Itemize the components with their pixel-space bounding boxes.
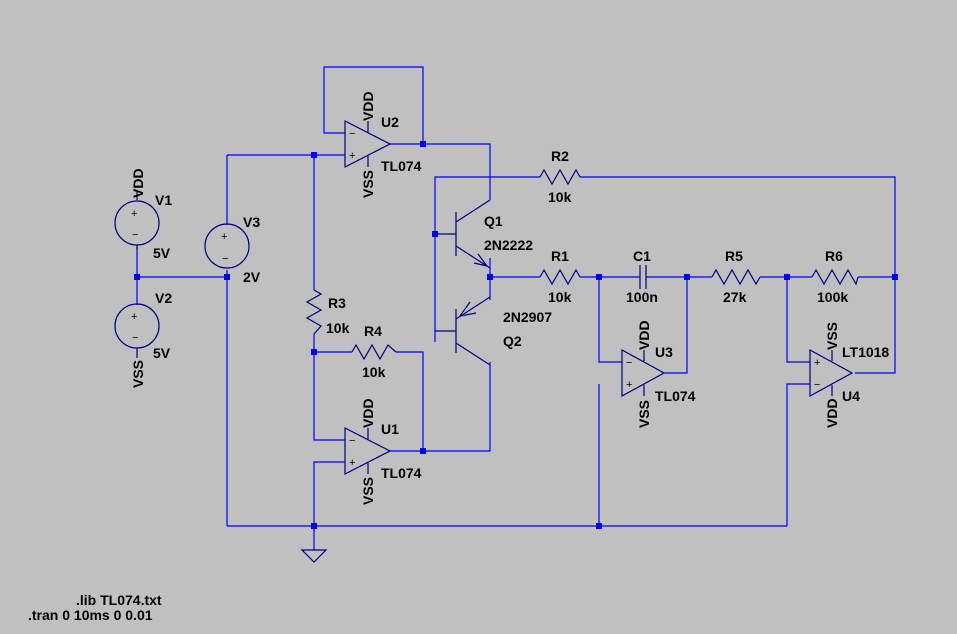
wire-u4-minus-ground[interactable] xyxy=(786,383,810,526)
wire-u2-feedback[interactable] xyxy=(323,66,424,144)
junction-u2-out xyxy=(420,141,426,147)
q1-name: Q1 xyxy=(484,213,503,229)
v3-name: V3 xyxy=(243,214,260,230)
ground-icon[interactable] xyxy=(300,549,328,563)
v3-value: 2V xyxy=(243,269,261,285)
wire-u3-minus[interactable] xyxy=(598,277,622,363)
resistor-r6[interactable]: R6 100k xyxy=(811,248,859,305)
r3-name: R3 xyxy=(328,295,346,311)
r2-name: R2 xyxy=(551,148,569,164)
svg-text:−: − xyxy=(132,229,138,241)
v1-value: 5V xyxy=(153,245,171,261)
r4-value: 10k xyxy=(362,364,386,380)
svg-text:−: − xyxy=(626,357,632,369)
v2-name: V2 xyxy=(155,290,172,306)
svg-text:+: + xyxy=(349,150,355,162)
resistor-r4[interactable]: R4 10k xyxy=(351,323,397,380)
u2-vdd: VDD xyxy=(360,91,376,121)
r1-value: 10k xyxy=(548,289,572,305)
spice-directive-tran[interactable]: .tran 0 10ms 0 0.01 xyxy=(28,607,153,623)
u4-name: U4 xyxy=(842,388,860,404)
junction-r1-c1 xyxy=(596,274,602,280)
junction-v1v2 xyxy=(134,274,140,280)
r6-name: R6 xyxy=(825,248,843,264)
svg-text:+: + xyxy=(814,357,820,369)
voltage-source-v2[interactable]: + − V2 5V VSS xyxy=(114,290,172,388)
junction-u1-out xyxy=(420,448,426,454)
svg-text:+: + xyxy=(221,231,227,243)
v2-value: 5V xyxy=(153,345,171,361)
opamp-u4[interactable]: + − LT1018 U4 VSS VDD xyxy=(809,322,889,428)
voltage-source-v1[interactable]: + − V1 5V VDD xyxy=(114,168,172,261)
junction-r3-r4 xyxy=(311,349,317,355)
r2-value: 10k xyxy=(548,189,572,205)
r1-name: R1 xyxy=(551,248,569,264)
wire-u4-plus[interactable] xyxy=(786,277,810,363)
svg-text:+: + xyxy=(349,457,355,469)
svg-text:−: − xyxy=(814,379,820,391)
u3-model: TL074 xyxy=(655,388,696,404)
c1-name: C1 xyxy=(633,248,651,264)
u4-vdd: VDD xyxy=(824,398,840,428)
spice-directive-lib[interactable]: .lib TL074.txt xyxy=(76,592,162,608)
u1-name: U1 xyxy=(381,421,399,437)
resistor-r2[interactable]: R2 10k xyxy=(539,148,581,205)
junction-emitter xyxy=(487,274,493,280)
u2-name: U2 xyxy=(381,114,399,130)
transistor-q1[interactable]: Q1 2N2222 xyxy=(435,199,533,269)
c1-value: 100n xyxy=(626,289,658,305)
u3-name: U3 xyxy=(655,344,673,360)
resistor-r3[interactable]: R3 10k xyxy=(305,289,350,336)
u2-vss: VSS xyxy=(360,170,376,198)
wire-q2c-u1-out[interactable] xyxy=(390,362,491,452)
v1-name: V1 xyxy=(155,192,172,208)
svg-text:−: − xyxy=(349,435,355,447)
u4-vss: VSS xyxy=(824,322,840,350)
svg-text:+: + xyxy=(626,379,632,391)
wire-u3-out[interactable] xyxy=(664,277,688,374)
opamp-u1[interactable]: − + U1 TL074 VDD VSS xyxy=(344,398,422,505)
u3-vss: VSS xyxy=(636,400,652,428)
wire-r3-u1-minus[interactable] xyxy=(313,334,345,441)
opamp-u2[interactable]: − + U2 TL074 VDD VSS xyxy=(344,91,422,198)
junction-v3-minus xyxy=(224,274,230,280)
r3-value: 10k xyxy=(326,320,350,336)
capacitor-c1[interactable]: C1 100n xyxy=(626,248,658,305)
svg-text:+: + xyxy=(131,311,137,323)
r5-name: R5 xyxy=(725,248,743,264)
wire-r2-left[interactable] xyxy=(434,176,540,342)
q2-model: 2N2907 xyxy=(503,309,552,325)
junction-ground-u3 xyxy=(596,523,602,529)
u1-vdd: VDD xyxy=(360,398,376,428)
wire-r4-u1-out[interactable] xyxy=(396,351,424,451)
junction-r6-out xyxy=(892,274,898,280)
u1-vss: VSS xyxy=(360,477,376,505)
junction-ground xyxy=(311,523,317,529)
resistor-r1[interactable]: R1 10k xyxy=(539,248,581,305)
q1-model: 2N2222 xyxy=(484,237,533,253)
q2-name: Q2 xyxy=(503,333,522,349)
junction-c1-r5 xyxy=(684,274,690,280)
junction-r5-r6 xyxy=(784,274,790,280)
resistor-r5[interactable]: R5 27k xyxy=(711,248,761,305)
voltage-source-v3[interactable]: + − V3 2V xyxy=(204,214,261,285)
r4-name: R4 xyxy=(364,323,382,339)
svg-text:−: − xyxy=(349,128,355,140)
svg-text:−: − xyxy=(222,253,228,265)
svg-text:−: − xyxy=(132,332,138,344)
r5-value: 27k xyxy=(723,289,747,305)
junction-v3-plus xyxy=(311,152,317,158)
u1-model: TL074 xyxy=(381,465,422,481)
v1-net-vdd: VDD xyxy=(130,168,146,198)
svg-text:+: + xyxy=(131,208,137,220)
wire-u1-plus-ground[interactable] xyxy=(313,461,345,526)
opamp-u3[interactable]: − + U3 TL074 VDD VSS xyxy=(621,320,696,428)
u3-vdd: VDD xyxy=(636,320,652,350)
v2-net-vss: VSS xyxy=(130,360,146,388)
transistor-q2[interactable]: 2N2907 Q2 xyxy=(435,296,552,366)
u2-model: TL074 xyxy=(381,158,422,174)
r6-value: 100k xyxy=(817,289,848,305)
u4-model: LT1018 xyxy=(842,344,889,360)
